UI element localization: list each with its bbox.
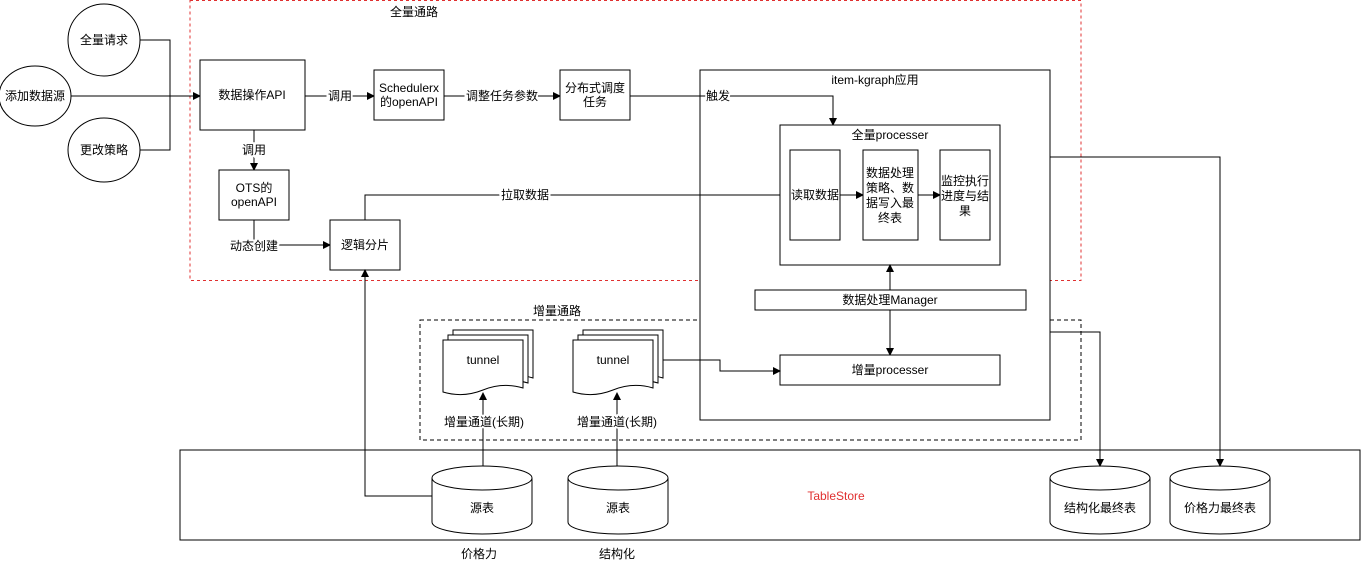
monitor-label-2: 进度与结	[941, 188, 989, 203]
change-strategy-label: 更改策略	[80, 142, 128, 157]
final-table-price	[1169, 465, 1271, 535]
source-table-price-label: 源表	[470, 501, 494, 515]
final-table-struct-label: 结构化最终表	[1064, 500, 1136, 515]
tablestore-region	[179, 449, 1361, 541]
logic-shard-label: 逻辑分片	[341, 238, 389, 252]
app-title: item-kgraph应用	[831, 72, 918, 87]
pull-data-label: 拉取数据	[501, 187, 549, 202]
call-label-1: 调用	[328, 89, 352, 103]
label-struct: 结构化	[599, 546, 635, 561]
manager-label: 数据处理Manager	[842, 292, 937, 307]
ots-to-shard-arrow	[253, 220, 331, 249]
final-table-price-label: 价格力最终表	[1184, 500, 1256, 515]
full-path-title: 全量通路	[390, 4, 438, 19]
tunnel-1-label: tunnel	[467, 353, 500, 367]
inc-processer-label: 增量processer	[852, 363, 929, 377]
final-table-struct	[1049, 465, 1151, 535]
monitor-box	[939, 149, 991, 241]
ots-label-1: OTS的	[236, 180, 273, 195]
dist-task-box	[559, 69, 631, 121]
source-table-struct-label: 源表	[606, 501, 630, 515]
process-label-3: 据写入最	[866, 196, 914, 210]
process-label-1: 数据处理	[866, 165, 914, 180]
full-request-connector	[140, 39, 171, 96]
call-label-2: 调用	[242, 143, 266, 157]
dist-task-label-1: 分布式调度	[565, 80, 625, 95]
monitor-label-1: 监控执行	[941, 174, 989, 188]
full-path-region	[189, 0, 1082, 281]
channel-2-label: 增量通道(长期)	[577, 415, 657, 429]
inc-processer-box	[779, 354, 1001, 386]
tunnel-1	[442, 329, 534, 396]
app-to-final-struct-arrow	[1050, 331, 1104, 467]
task-to-processer-arrow	[630, 95, 837, 126]
source-to-shard-arrow	[361, 269, 432, 497]
label-price: 价格力	[461, 546, 497, 561]
process-label-2: 策略、数	[866, 180, 914, 195]
ots-label-2: openAPI	[231, 195, 277, 209]
data-api-label: 数据操作API	[218, 87, 285, 102]
ots-box	[218, 169, 290, 221]
tunnel-to-inc-processer-arrow	[663, 359, 781, 375]
full-request-label: 全量请求	[80, 32, 128, 47]
schedulerx-label-2: 的openAPI	[380, 94, 438, 109]
dist-task-label-2: 任务	[583, 94, 607, 109]
app-to-final-price-arrow	[1050, 156, 1224, 467]
data-api-box	[199, 59, 306, 131]
trigger-label: 触发	[706, 88, 730, 103]
source-table-struct	[567, 465, 669, 535]
adjust-params-label: 调整任务参数	[466, 88, 538, 103]
shard-to-read-arrow	[364, 191, 791, 220]
tablestore-title: TableStore	[807, 489, 865, 503]
change-strategy-connector	[140, 96, 171, 151]
schedulerx-box	[373, 69, 445, 121]
full-processer-label: 全量processer	[852, 127, 929, 142]
tunnel-2-label: tunnel	[597, 353, 630, 367]
tunnel-2	[572, 329, 664, 396]
process-label-4: 终表	[878, 210, 902, 225]
channel-1-label: 增量通道(长期)	[444, 415, 524, 429]
dynamic-create-label: 动态创建	[230, 239, 278, 253]
monitor-label-3: 果	[959, 204, 971, 218]
process-strategy-box	[862, 149, 919, 241]
schedulerx-label-1: Schedulerx	[379, 81, 439, 95]
add-datasource-label: 添加数据源	[5, 88, 65, 103]
read-data-label: 读取数据	[791, 187, 839, 202]
read-data-box	[789, 149, 841, 241]
inc-path-title: 增量通路	[533, 303, 581, 318]
source-table-price	[431, 465, 533, 535]
